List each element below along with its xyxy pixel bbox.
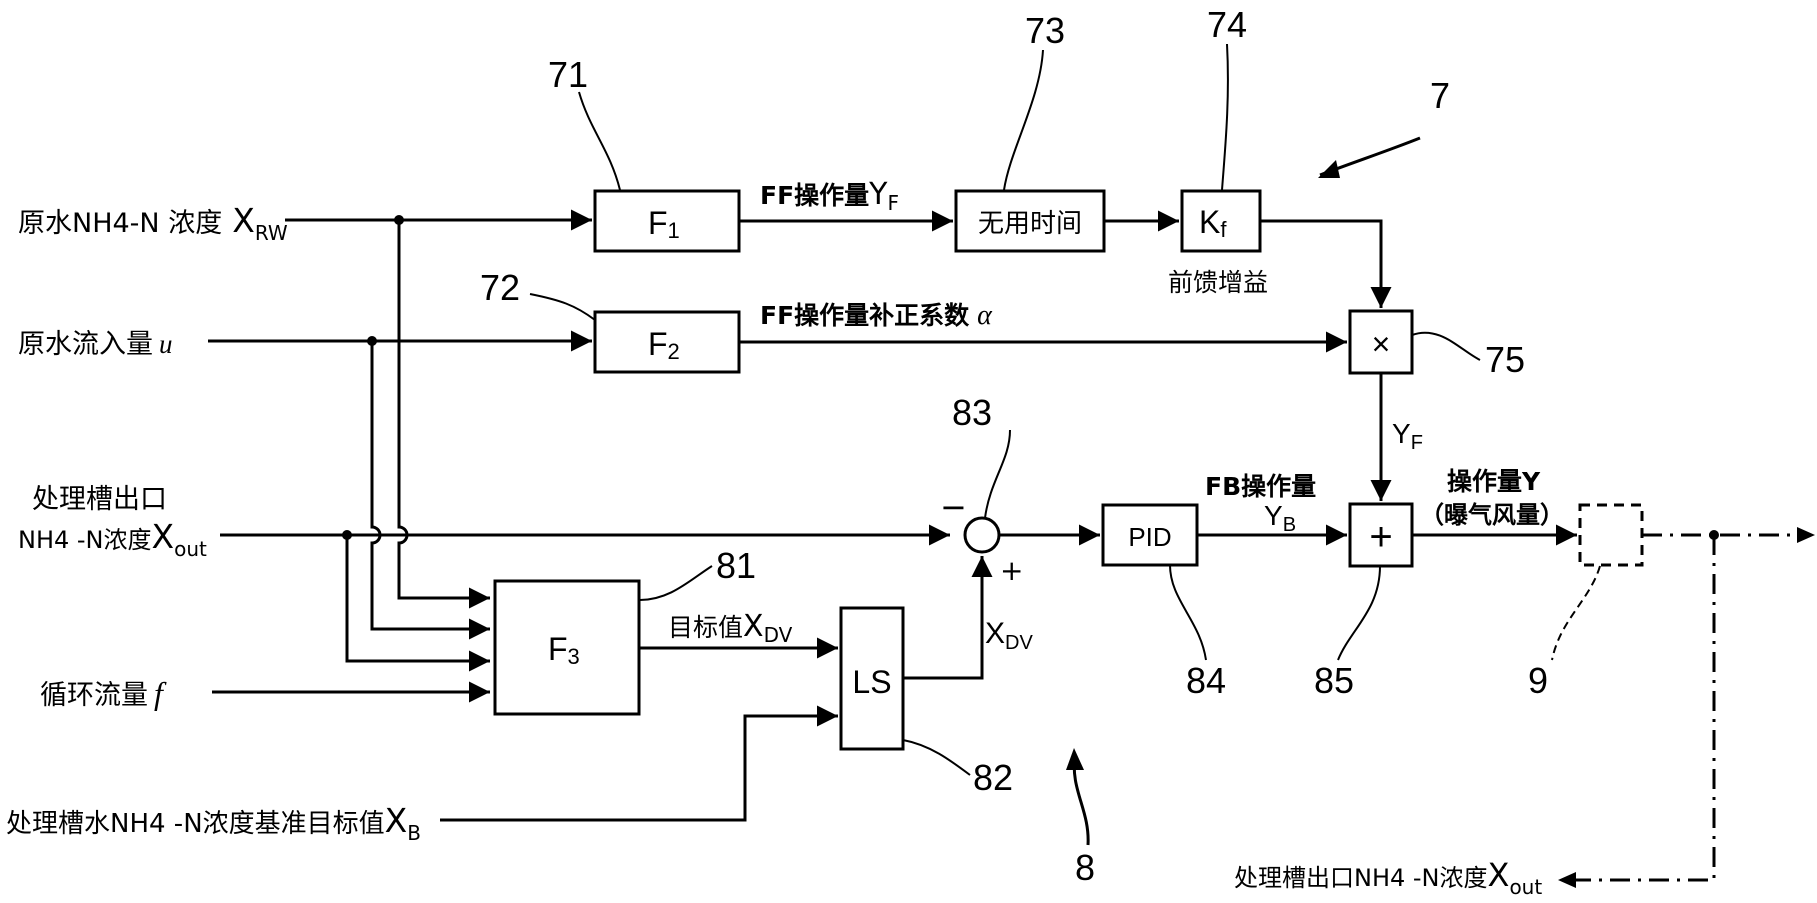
ref-74: 74 [1207,4,1247,45]
kf-to-mult-line [1260,219,1392,308]
deadtime-block-label: 无用时间 [978,209,1082,239]
ref-target-label: 处理槽水NH4 -N浓度基准目标值XB [6,801,421,845]
fb-op-label: FB操作量 [1205,472,1316,501]
multiplier-block-label: × [1372,326,1391,362]
ls-block-label: LS [852,664,891,700]
leader-85 [1337,565,1381,661]
leader-75 [1411,331,1481,361]
leader-71 [578,91,621,191]
kf-block-label: Kf [1199,204,1227,242]
pid-block [1101,503,1199,567]
f2-block-label: F2 [648,326,680,364]
ref-73: 73 [1025,10,1065,51]
leader-9 [1551,565,1601,661]
outlet-to-f3-line [345,535,490,672]
f1-block-label: F1 [648,205,680,243]
output-arrowhead [1797,527,1815,543]
ref-84: 84 [1186,660,1226,701]
ref-7: 7 [1430,75,1450,116]
ref-82: 82 [973,757,1013,798]
raw-nh4-to-f3-line [397,220,490,609]
feedback-line [1570,535,1716,882]
plus-sign: + [1000,554,1023,587]
leader-7-arrowhead [1318,160,1340,178]
ff-gain-label: 前馈增益 [1168,268,1268,297]
leader-82 [902,739,971,776]
raw-flow-to-f3-line [370,341,490,640]
target-label: 目标值XDV [668,609,793,647]
feedback-arrowhead [1558,872,1576,888]
leader-84 [1169,564,1207,661]
adder-block-label: + [1369,515,1392,559]
f2-block [593,310,741,374]
ff-op-label: FF操作量YF [760,177,899,215]
ref-8: 8 [1075,847,1095,888]
leader-83 [984,429,1011,519]
minus-sign: − [940,488,967,526]
f3-block-label: F3 [548,631,580,669]
ls-to-sum-line [903,556,993,680]
xdv-label: XDV [985,617,1033,654]
ref-81: 81 [716,545,756,586]
ref-target-line [440,705,838,822]
op-paren-label: （曝气风量） [1420,501,1564,529]
summing-junction [963,516,1001,554]
ref-9: 9 [1528,660,1548,701]
op-label: 操作量Y [1447,467,1541,496]
leader-81 [639,565,713,601]
ref-85: 85 [1314,660,1354,701]
outlet-label-line1: 处理槽出口 [32,484,167,515]
feedback-label: 处理槽出口NH4 -N浓度Xout [1234,856,1542,899]
yf-label: YF [1392,418,1423,454]
leader-8-arrowhead [1066,748,1084,770]
actuator-dashed-box [1578,503,1644,567]
ref-75: 75 [1485,339,1525,380]
ref-83: 83 [952,392,992,433]
leader-73 [1003,49,1044,191]
yb-label: YB [1264,500,1296,536]
multiplier-block [1348,309,1414,375]
leader-74 [1221,43,1229,191]
pid-block-label: PID [1128,522,1171,552]
leader-72 [529,293,596,321]
ref-71: 71 [548,54,588,95]
outlet-label-line2: NH4 -N浓度Xout [18,517,207,561]
ref-72: 72 [480,267,520,308]
